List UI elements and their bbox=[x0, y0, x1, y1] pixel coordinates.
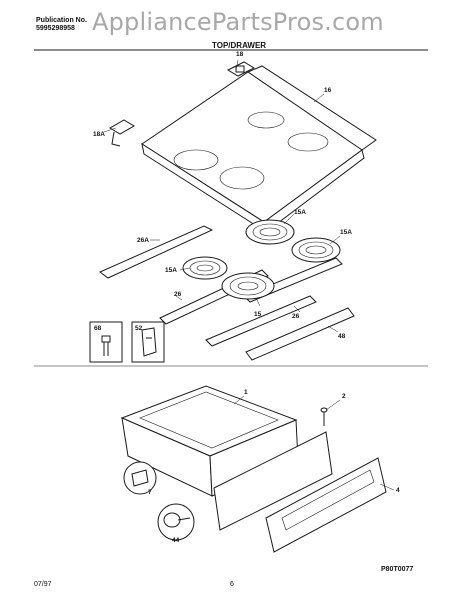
callout-52: 52 bbox=[135, 325, 143, 332]
footer-date: 07/97 bbox=[34, 581, 52, 588]
callout-68: 68 bbox=[94, 325, 102, 332]
surface-element-part bbox=[182, 256, 228, 280]
surface-element-part bbox=[221, 272, 275, 300]
callout-15a: 15A bbox=[294, 209, 306, 216]
drawing-code: P80T0077 bbox=[381, 566, 414, 573]
leader-lines bbox=[103, 59, 395, 491]
rail-part bbox=[205, 295, 317, 347]
callout-18a: 18A bbox=[93, 131, 105, 138]
publication-label: Publication No. bbox=[36, 17, 87, 24]
callout-16: 16 bbox=[324, 87, 332, 94]
drawer-panel-part bbox=[213, 407, 333, 531]
surface-element-part bbox=[291, 237, 341, 263]
drawer-body-part bbox=[120, 385, 299, 497]
callout-2: 2 bbox=[342, 393, 346, 400]
callout-18: 18 bbox=[236, 51, 244, 58]
callout-26: 26 bbox=[174, 291, 182, 298]
callout-15a: 15A bbox=[340, 229, 352, 236]
knob-part-box bbox=[131, 321, 165, 363]
callout-26: 26 bbox=[292, 313, 300, 320]
callout-15: 15 bbox=[254, 311, 262, 318]
glide-part bbox=[123, 461, 157, 495]
callout-26a: 26A bbox=[137, 237, 149, 244]
drawer-front-part bbox=[265, 457, 387, 553]
callout-48: 48 bbox=[338, 333, 346, 340]
hinge-part bbox=[109, 119, 135, 147]
callout-4: 4 bbox=[396, 487, 400, 494]
callout-44: 44 bbox=[172, 537, 180, 544]
surface-element-part bbox=[245, 219, 295, 245]
roller-part bbox=[157, 503, 195, 541]
callout-15a: 15A bbox=[165, 267, 177, 274]
receptacle-part-box bbox=[89, 321, 123, 363]
watermark: AppliancePartsPros.com bbox=[92, 8, 384, 36]
callout-1: 1 bbox=[244, 389, 248, 396]
trim-strip-part bbox=[245, 307, 355, 361]
callout-7: 7 bbox=[148, 489, 152, 496]
page-number: 6 bbox=[230, 581, 234, 588]
rail-part bbox=[99, 225, 214, 279]
section-title: TOP/DRAWER bbox=[212, 41, 267, 50]
cooktop-part bbox=[141, 65, 377, 234]
publication-number: 5995298958 bbox=[36, 25, 75, 32]
